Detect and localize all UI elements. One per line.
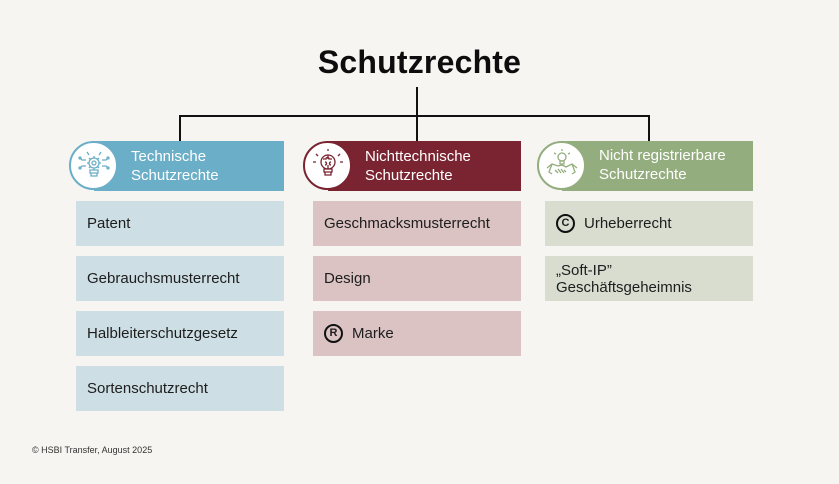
header-line2: Schutzrechte <box>599 166 687 183</box>
list-item-design: Design <box>313 256 521 301</box>
list-item-sortenschutzrecht: Sortenschutzrecht <box>76 366 284 411</box>
item-label: Sortenschutzrecht <box>87 380 208 397</box>
list-item-halbleiterschutzgesetz: Halbleiterschutzgesetz <box>76 311 284 356</box>
connector-left <box>179 115 181 141</box>
list-item-urheberrecht: C Urheberrecht <box>545 201 753 246</box>
item-label: Design <box>324 270 371 287</box>
list-item-gebrauchsmusterrecht: Gebrauchsmusterrecht <box>76 256 284 301</box>
connector-horizontal <box>179 115 650 117</box>
header-technische-schutzrechte: Technische Schutzrechte <box>94 141 284 191</box>
header-line2: Schutzrechte <box>131 167 219 184</box>
header-nichttechnische-schutzrechte: Nichttechnische Schutzrechte <box>328 141 521 191</box>
handshake-lightbulb-icon <box>537 141 586 190</box>
copyright-icon: C <box>556 214 575 233</box>
header-line1: Technische <box>131 148 207 165</box>
list-item-patent: Patent <box>76 201 284 246</box>
item-label: Halbleiterschutzgesetz <box>87 325 238 342</box>
item-label: Geschmacksmusterrecht <box>324 215 490 232</box>
diagram-title: Schutzrechte <box>317 44 522 80</box>
header-line2: Schutzrechte <box>365 167 453 184</box>
list-item-soft-ip-geschaeftsgeheimnis: „Soft-IP” Geschäftsgeheimnis <box>545 256 753 301</box>
list-item-geschmacksmusterrecht: Geschmacksmusterrecht <box>313 201 521 246</box>
header-line1: Nichttechnische <box>365 148 471 165</box>
item-label-line1: „Soft-IP” <box>556 261 612 279</box>
item-label-line2: Geschäftsgeheimnis <box>556 278 692 296</box>
item-label: Gebrauchsmusterrecht <box>87 270 240 287</box>
connector-trunk <box>416 87 418 141</box>
header-nicht-registrierbare-schutzrechte: Nicht registrierbare Schutzrechte <box>562 141 753 191</box>
footer-copyright: © HSBI Transfer, August 2025 <box>32 445 153 455</box>
list-item-marke: R Marke <box>313 311 521 356</box>
item-label: Urheberrecht <box>584 215 672 232</box>
item-label: Marke <box>352 325 394 342</box>
registered-trademark-icon: R <box>324 324 343 343</box>
item-label: Patent <box>87 215 131 232</box>
header-line1: Nicht registrierbare <box>599 147 726 164</box>
connector-right <box>648 115 650 141</box>
lightbulb-gear-circuit-icon <box>69 141 118 190</box>
lightbulb-puzzle-icon <box>303 141 352 190</box>
